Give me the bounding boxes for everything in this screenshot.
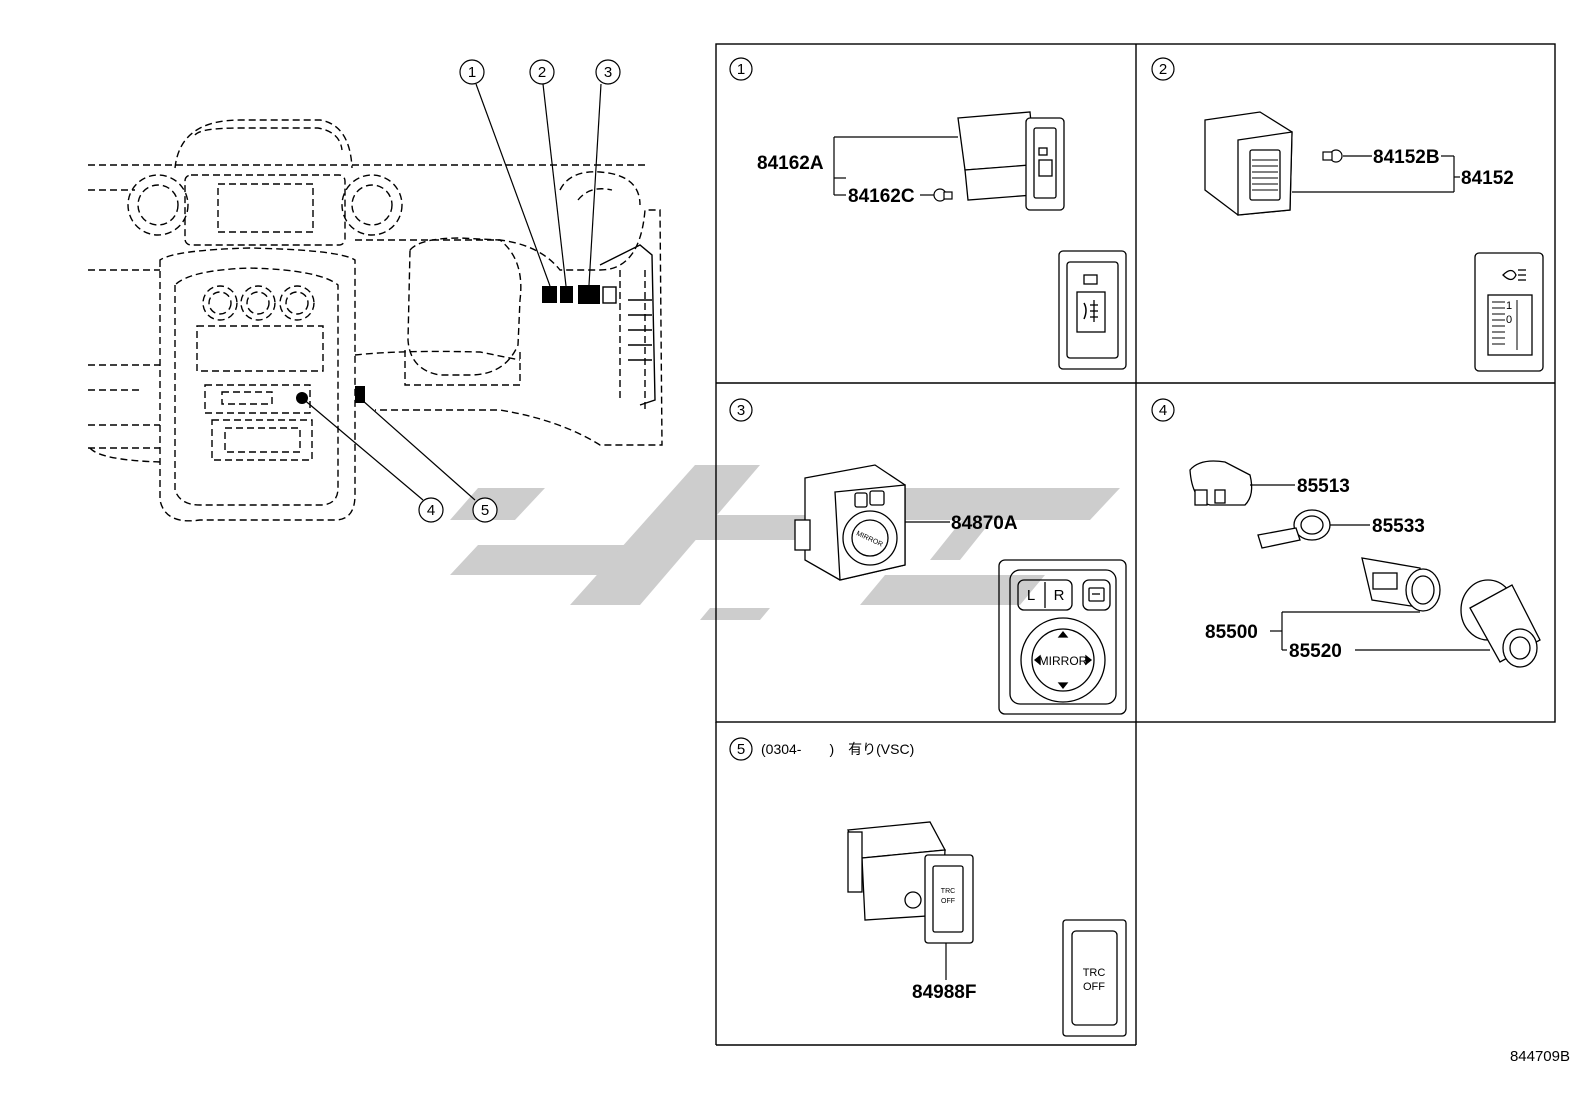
svg-text:5: 5 (481, 502, 489, 519)
mirror-switch-part (794, 464, 906, 581)
leveling-dial-face-inset (1474, 252, 1544, 372)
fog-light-switch-part (957, 111, 1065, 211)
cigarette-lighter-parts (1189, 460, 1541, 668)
watermark-logo (450, 465, 1120, 620)
dashboard-overview (88, 119, 663, 522)
panel-grid (715, 43, 1556, 1046)
arrow-right-icon (1085, 654, 1093, 666)
svg-text:3: 3 (604, 64, 612, 81)
trc-part-label-2: OFF (941, 898, 955, 905)
mirror-select-left-label: L (1027, 587, 1035, 604)
part-number-85533: 85533 (1372, 516, 1425, 537)
overview-callout-1: 1 (459, 59, 485, 85)
panel-2: 2 84152B 84152 (1151, 57, 1544, 372)
headlight-level-icon (1502, 269, 1526, 281)
mirror-switch-face-inset (998, 559, 1127, 715)
switch-location-1 (542, 286, 557, 303)
panel-3-number: 3 (737, 402, 745, 419)
panel-2-leaders (1292, 155, 1460, 193)
trc-off-label-top: TRC (1083, 967, 1106, 979)
panel-3: 3 MIRROR 84870A (729, 398, 1127, 715)
part-number-85500: 85500 (1205, 622, 1258, 643)
trc-off-switch-part (846, 821, 974, 944)
arrow-down-icon (1057, 682, 1069, 690)
arrow-up-icon (1057, 630, 1069, 638)
trc-part-label-1: TRC (941, 888, 955, 895)
panel-4-number: 4 (1159, 402, 1167, 419)
svg-text:1: 1 (468, 64, 476, 81)
dial-mark-0: 0 (1506, 314, 1512, 326)
panel-5-number: 5 (737, 741, 745, 758)
switch-location-3 (578, 285, 600, 304)
trc-off-face-inset (1062, 919, 1127, 1037)
panel-2-number: 2 (1159, 61, 1167, 78)
bulb-part-2 (1322, 149, 1343, 163)
bulb-part (933, 188, 953, 202)
dial-mark-1: 1 (1506, 300, 1512, 312)
switch-location-5 (355, 386, 365, 403)
panel-4-leaders (1250, 484, 1490, 651)
mirror-select-right-label: R (1054, 587, 1065, 604)
svg-text:2: 2 (538, 64, 546, 81)
overview-callout-2: 2 (529, 59, 555, 85)
arrow-left-icon (1033, 654, 1041, 666)
dashboard-overview-solid (599, 244, 656, 406)
part-number-84162A: 84162A (757, 153, 824, 174)
switch-location-2 (560, 286, 573, 303)
panel-5-applicability-note: (0304- ) 有り(VSC) (761, 741, 914, 757)
fog-switch-face-inset (1058, 250, 1127, 370)
overview-callout-4: 4 (418, 497, 444, 523)
part-number-84988F: 84988F (912, 982, 976, 1003)
part-number-85520: 85520 (1289, 641, 1342, 662)
mirror-control-label: MIRROR (1039, 654, 1088, 668)
trc-off-label-bottom: OFF (1083, 981, 1105, 993)
part-number-84870A: 84870A (951, 513, 1018, 534)
part-number-84152B: 84152B (1373, 147, 1440, 168)
svg-text:4: 4 (427, 502, 435, 519)
part-number-85513: 85513 (1297, 476, 1350, 497)
panel-1: 1 84162A 84162C (729, 57, 1127, 370)
figure-id: 844709B (1509, 1048, 1570, 1065)
panel-1-number: 1 (737, 61, 745, 78)
part-number-84152: 84152 (1461, 168, 1514, 189)
panel-5: 5 (0304- ) 有り(VSC) TRC OFF 84988F TRC OF… (729, 737, 1127, 1037)
overview-callout-3: 3 (595, 59, 621, 85)
mirror-fold-icon (1088, 587, 1105, 602)
panel-4: 4 85513 85533 85500 (1151, 398, 1541, 668)
switch-location-blank (602, 286, 617, 304)
overview-leader-lines (301, 83, 602, 501)
part-number-84162C: 84162C (848, 186, 915, 207)
headlight-leveling-dial-part (1204, 111, 1293, 216)
fog-light-icon (1083, 300, 1098, 322)
panel-1-leaders (833, 136, 958, 196)
overview-callout-5: 5 (472, 497, 498, 523)
